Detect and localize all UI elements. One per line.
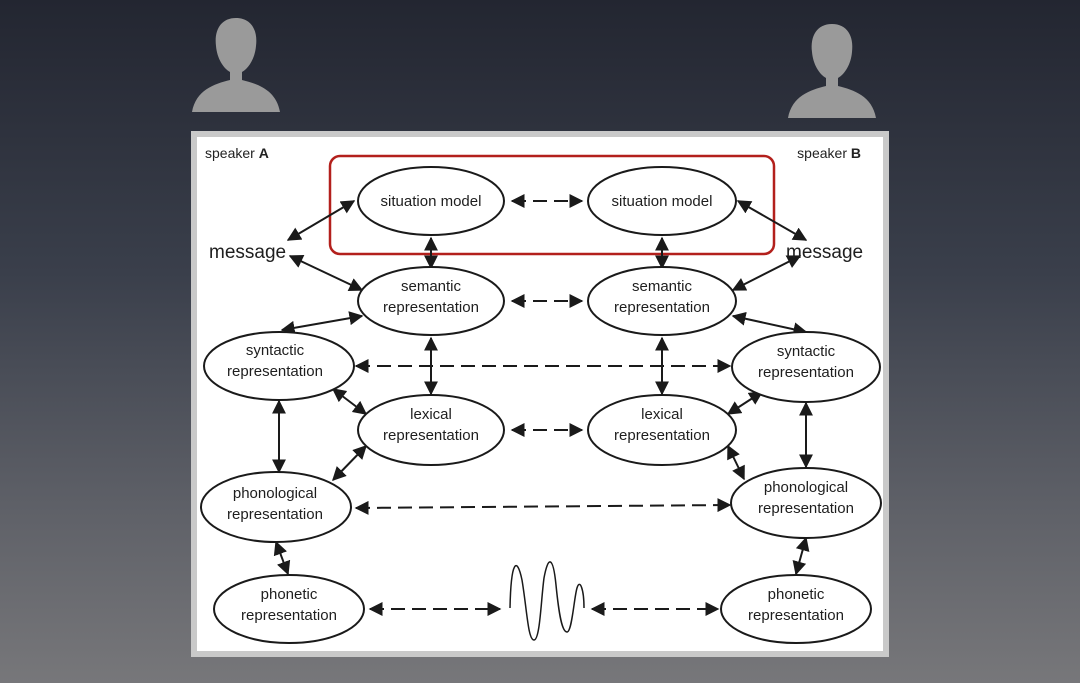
node-label: representation [383, 427, 479, 444]
node-label: syntactic [246, 342, 305, 359]
node-label: phonological [233, 485, 317, 502]
sound-wave-icon [509, 561, 585, 641]
node-label: representation [227, 506, 323, 523]
svg-text:situation model: situation model [612, 193, 713, 210]
node-situation-model-a: situation model [357, 166, 505, 236]
speaker-b-avatar-icon [788, 24, 876, 118]
node-phonological-b: phonological representation [730, 467, 882, 539]
svg-text:situation model: situation model [381, 193, 482, 210]
node-label: phonological [764, 479, 848, 496]
node-label: semantic [632, 278, 693, 295]
node-label: situation model [381, 193, 482, 210]
speaker-b-label: speaker B [797, 145, 861, 161]
node-label: representation [227, 363, 323, 380]
node-situation-model-b: situation model [587, 166, 737, 236]
node-label: representation [614, 299, 710, 316]
node-syntactic-a: syntactic representation [203, 331, 355, 401]
node-semantic-a: semantic representation [357, 266, 505, 336]
node-phonological-a: phonological representation [200, 471, 352, 543]
node-label: phonetic [261, 586, 318, 603]
communication-diagram: message message situation model situatio… [200, 154, 882, 644]
node-label: representation [758, 500, 854, 517]
node-label: representation [758, 364, 854, 381]
node-phonetic-b: phonetic representation [720, 574, 872, 644]
diagram-panel: speaker A speaker B [191, 131, 889, 657]
node-label: phonetic [768, 586, 825, 603]
node-label: semantic [401, 278, 462, 295]
speaker-a-avatar-icon [192, 18, 280, 112]
node-label: representation [748, 607, 844, 624]
node-label: lexical [641, 406, 683, 423]
node-label: situation model [612, 193, 713, 210]
node-phonetic-a: phonetic representation [213, 574, 365, 644]
node-syntactic-b: syntactic representation [731, 331, 881, 403]
message-label-b: message [786, 242, 863, 263]
node-label: representation [614, 427, 710, 444]
node-lexical-b: lexical representation [587, 394, 737, 466]
node-label: representation [241, 607, 337, 624]
connectors [272, 194, 813, 616]
node-label: lexical [410, 406, 452, 423]
speaker-a-label: speaker A [205, 145, 269, 161]
node-label: representation [383, 299, 479, 316]
message-label-a: message [209, 242, 286, 263]
node-label: syntactic [777, 343, 836, 360]
node-semantic-b: semantic representation [587, 266, 737, 336]
node-lexical-a: lexical representation [357, 394, 505, 466]
